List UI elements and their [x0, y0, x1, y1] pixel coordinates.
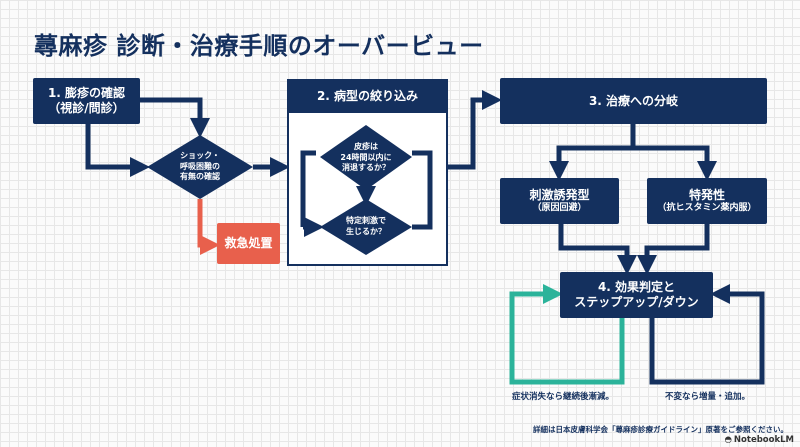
branch-right-box: 特発性 （抗ヒスタミン薬内服） [647, 178, 767, 224]
step1-title: 1. 膨疹の確認 [47, 86, 126, 100]
arrow-left-branch-to-step4 [558, 224, 637, 275]
step1-subtitle: （視診/問診） [48, 101, 125, 115]
q1-line1: 皮疹は [354, 141, 378, 151]
branch-left-subtitle: （原因回避） [532, 202, 587, 213]
step1-box: 1. 膨疹の確認 （視診/問診） [33, 78, 140, 124]
branch-left-box: 刺激誘発型 （原因回避） [500, 178, 619, 224]
arrow-step2-to-step3 [447, 90, 502, 170]
loop-teal-step-down [509, 284, 625, 385]
step2-header: 2. 病型の絞り込み [287, 80, 448, 113]
branch-right-subtitle: （抗ヒスタミン薬内服） [657, 202, 757, 213]
step4-box: 4. 効果判定と ステップアップ/ダウン [560, 272, 713, 318]
step2-title: 2. 病型の絞り込み [316, 89, 419, 103]
q2-line1: 特定刺激で [346, 216, 386, 226]
arrow-step1-to-shock-left [85, 124, 150, 177]
branch-right-title: 特発性 [688, 187, 725, 202]
q1-text: 皮疹は 24時間以内に 消退するか？ [331, 137, 401, 179]
step3-title: 3. 治療への分岐 [588, 93, 679, 108]
loop-left-label: 症状消失なら継続後漸減。 [512, 392, 615, 402]
arrow-shock-to-emergency [197, 199, 220, 255]
arrow-step3-split [556, 124, 710, 172]
notebooklm-logo-icon: ◓ [724, 435, 732, 445]
q2-text: 特定刺激で 生じるか？ [331, 212, 401, 242]
arrow-right-branch-to-step4 [637, 224, 710, 275]
shock-check-diamond [147, 135, 253, 199]
emergency-box: 救急処置 [217, 223, 280, 264]
step4-subtitle: ステップアップ/ダウン [574, 295, 699, 309]
watermark-text: NotebookLM [733, 435, 794, 445]
q1-diamond [320, 125, 412, 190]
shock-check-line1: ショック・ [180, 150, 220, 160]
footnote: 詳細は日本皮膚科学会「蕁麻疹診療ガイドライン」原著をご参照ください。 [533, 425, 788, 434]
notebooklm-watermark: ◓ NotebookLM [725, 435, 795, 445]
q2-line2: 生じるか？ [346, 227, 386, 236]
q2-diamond [320, 199, 412, 255]
step4-title: 4. 効果判定と [597, 280, 676, 294]
q1-line3: 消退するか？ [342, 163, 390, 173]
shock-check-text: ショック・ 呼吸困難の 有無の確認 [160, 145, 240, 189]
loop-navy-step-up [649, 284, 765, 385]
q1-line2: 24時間以内に [340, 152, 392, 162]
emergency-label: 救急処置 [224, 236, 273, 250]
step3-box: 3. 治療への分岐 [500, 78, 767, 124]
loop-right-label: 不変なら増量・追加。 [665, 392, 751, 402]
page-title: 蕁麻疹 診断・治療手順のオーバービュー [34, 32, 484, 60]
branch-left-title: 刺激誘発型 [529, 187, 590, 202]
shock-check-line2: 呼吸困難の [180, 161, 220, 171]
shock-check-line3: 有無の確認 [180, 172, 220, 182]
arrow-step1-to-shock-top [140, 97, 210, 138]
